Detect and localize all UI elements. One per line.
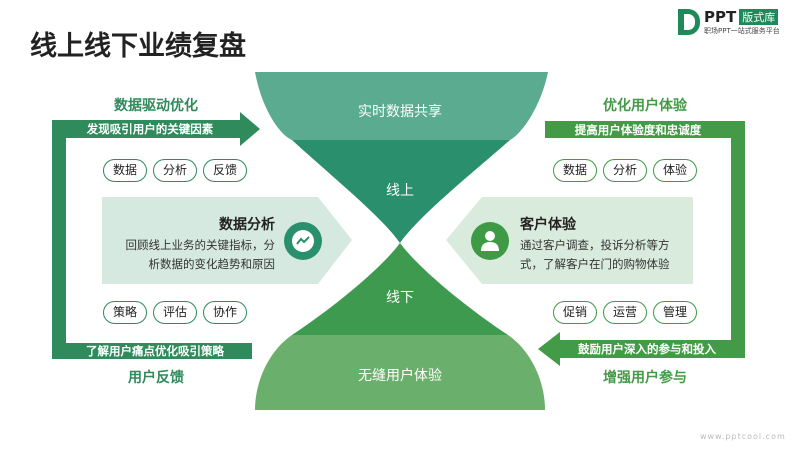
page-title: 线上线下业绩复盘 [30, 31, 246, 62]
right-bottom-heading: 增强用户参与 [603, 370, 687, 386]
left-top-heading: 数据驱动优化 [114, 98, 198, 114]
left-card-line2: 析数据的变化趋势和原因 [148, 257, 276, 271]
right-card-icon-circle [471, 222, 509, 260]
pill-collaborate: 协作 [203, 301, 247, 324]
hourglass-upper-band [292, 140, 510, 243]
hourglass-top-band [255, 72, 548, 140]
right-card-bg [446, 197, 693, 284]
pill-analysis: 分析 [153, 159, 197, 182]
right-card-line2: 式，了解客户在门的购物体验 [520, 257, 670, 271]
left-bottom-heading: 用户反馈 [128, 370, 184, 386]
right-card: 客户体验 通过客户调查，投诉分析等方 式，了解客户在门的购物体验 [520, 214, 690, 274]
left-bottom-pills: 策略 评估 协作 [103, 301, 247, 324]
pill-analysis: 分析 [603, 159, 647, 182]
left-bottom-bar-label: 了解用户痛点优化吸引策略 [86, 344, 224, 358]
pill-data: 数据 [553, 159, 597, 182]
logo-brand: PPT [704, 8, 737, 26]
right-bottom-pills: 促销 运营 管理 [553, 301, 697, 324]
right-loop-arrow [538, 121, 745, 366]
pill-promotion: 促销 [553, 301, 597, 324]
right-bottom-bar-label: 鼓励用户深入的参与和投入 [578, 342, 716, 356]
pill-feedback: 反馈 [203, 159, 247, 182]
pill-experience: 体验 [653, 159, 697, 182]
left-loop-arrow [52, 112, 260, 359]
logo-p-icon [678, 9, 700, 35]
logo-badge: 版式库 [739, 9, 779, 25]
left-top-bar-label: 发现吸引用户的关键因素 [86, 122, 214, 136]
right-top-pills: 数据 分析 体验 [553, 159, 697, 182]
center-top-label: 实时数据共享 [358, 104, 442, 120]
center-upper-label: 线上 [386, 183, 414, 199]
pill-operations: 运营 [603, 301, 647, 324]
center-lower-label: 线下 [386, 290, 414, 306]
left-card-title: 数据分析 [219, 217, 275, 233]
pill-data: 数据 [103, 159, 147, 182]
right-top-heading: 优化用户体验 [603, 98, 687, 114]
right-card-title: 客户体验 [520, 217, 576, 233]
left-card-line1: 回顾线上业务的关键指标，分 [125, 238, 276, 252]
pill-evaluate: 评估 [153, 301, 197, 324]
hourglass-bottom-band [255, 335, 545, 410]
right-card-line1: 通过客户调查，投诉分析等方 [520, 238, 670, 252]
trend-chart-icon [292, 230, 314, 252]
hourglass-lower-band [292, 243, 508, 335]
logo-tagline: 职场PPT一站式服务平台 [704, 27, 780, 35]
left-card: 数据分析 回顾线上业务的关键指标，分 析数据的变化趋势和原因 [110, 214, 276, 274]
logo: PPT 版式库 职场PPT一站式服务平台 [678, 8, 780, 36]
pill-management: 管理 [653, 301, 697, 324]
center-bottom-label: 无缝用户体验 [358, 368, 442, 384]
pill-strategy: 策略 [103, 301, 147, 324]
left-card-icon-circle [284, 222, 322, 260]
right-top-bar-label: 提高用户体验度和忠诚度 [574, 123, 702, 137]
left-top-pills: 数据 分析 反馈 [103, 159, 247, 182]
left-card-bg [102, 197, 352, 284]
watermark: www.pptcool.com [700, 432, 786, 441]
user-icon [481, 231, 499, 251]
